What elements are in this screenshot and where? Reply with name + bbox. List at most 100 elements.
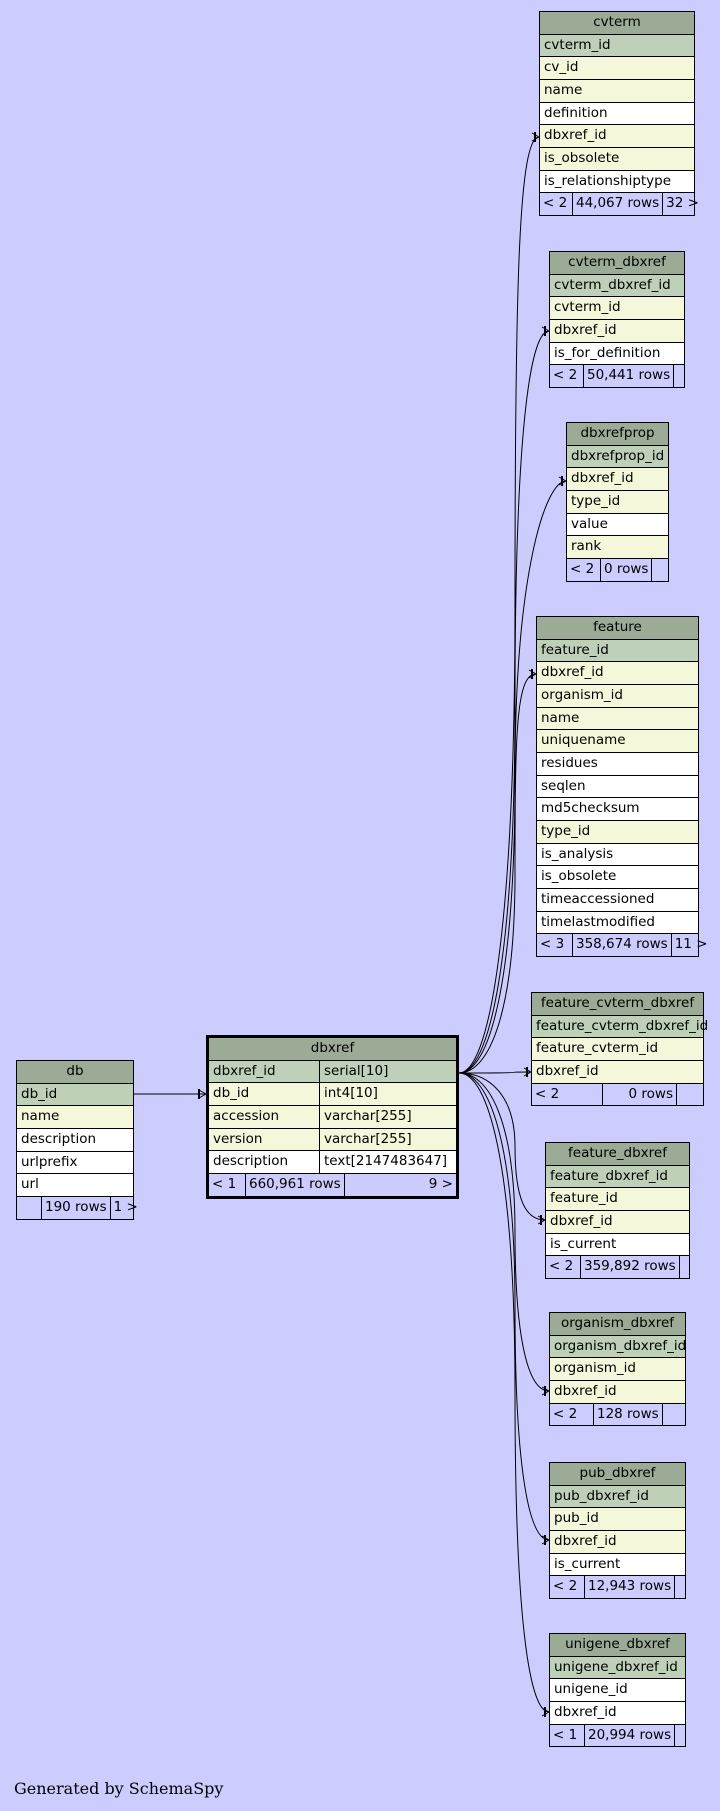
column-row[interactable]: feature_id (546, 1188, 689, 1211)
column-row[interactable]: dbxref_id (550, 1701, 685, 1725)
parents-count[interactable]: < 2 (570, 560, 595, 577)
table-header[interactable]: feature_dbxref (546, 1143, 689, 1166)
column-row[interactable]: feature_id (537, 639, 698, 663)
column-row[interactable]: cvterm_id (550, 297, 684, 320)
parents-count[interactable]: < 2 (553, 1405, 578, 1422)
column-row[interactable]: seqlen (537, 775, 698, 799)
column-row[interactable]: cvterm_dbxref_id (550, 274, 684, 298)
table-header[interactable]: dbxref (209, 1038, 456, 1061)
column-row[interactable]: dbxref_id (550, 1380, 685, 1404)
table-header[interactable]: unigene_dbxref (550, 1634, 685, 1657)
column-row[interactable]: cv_id (540, 57, 694, 80)
column-row[interactable]: timelastmodified (537, 911, 698, 935)
column-row[interactable]: pub_id (550, 1508, 685, 1531)
children-count[interactable]: 1 > (109, 1196, 143, 1219)
table-header[interactable]: cvterm (540, 12, 694, 35)
column-row[interactable]: feature_dbxref_id (546, 1165, 689, 1189)
column-row[interactable]: dbxref_id (532, 1060, 703, 1084)
parents-count[interactable] (17, 1197, 41, 1219)
column-row[interactable]: urlprefix (17, 1151, 133, 1175)
column-row[interactable]: uniquename (537, 730, 698, 753)
column-row[interactable]: residues (537, 752, 698, 776)
column-row[interactable]: db_id (17, 1083, 133, 1107)
children-count[interactable] (678, 1256, 706, 1278)
column-row[interactable]: pub_dbxref_id (550, 1485, 685, 1509)
column-row[interactable]: md5checksum (537, 798, 698, 821)
column-row[interactable]: timeaccessioned (537, 889, 698, 912)
children-count[interactable] (674, 1576, 699, 1598)
column-row[interactable]: type_id (537, 821, 698, 844)
children-count[interactable] (651, 558, 675, 581)
column-row[interactable]: is_relationshiptype (540, 170, 694, 194)
table-header[interactable]: organism_dbxref (550, 1313, 685, 1336)
children-count[interactable]: 9 > (343, 1173, 456, 1196)
column-row[interactable]: is_obsolete (540, 147, 694, 171)
column-row[interactable]: unigene_id (550, 1679, 685, 1702)
column-row[interactable]: unigene_dbxref_id (550, 1656, 685, 1680)
table-header[interactable]: dbxrefprop (567, 423, 668, 446)
column-row[interactable]: url (17, 1174, 133, 1197)
column-row[interactable]: is_current (550, 1553, 685, 1577)
column-row[interactable]: dbxref_id (537, 662, 698, 685)
parents-count[interactable]: < 2 (549, 1258, 574, 1275)
parents-count[interactable]: < 1 (553, 1726, 578, 1743)
parents-count[interactable]: < 3 (540, 936, 565, 953)
column-row[interactable]: feature_cvterm_id (532, 1038, 703, 1061)
children-count[interactable] (673, 365, 698, 387)
column-row[interactable]: dbxref_id (550, 319, 684, 343)
column-row[interactable]: cvterm_id (540, 34, 694, 58)
parents-count[interactable]: < 2 (535, 1085, 560, 1102)
column-row[interactable]: organism_dbxref_id (550, 1335, 686, 1359)
column-row[interactable]: definition (540, 102, 694, 126)
column-row[interactable]: dbxref_id (550, 1530, 685, 1554)
column-row[interactable]: name (540, 79, 694, 103)
column-row[interactable]: dbxref_id (567, 468, 668, 491)
children-count[interactable]: 32 > (662, 193, 705, 215)
column-row[interactable]: dbxref_id (540, 125, 694, 148)
column-row[interactable]: is_obsolete (537, 866, 698, 890)
column-row[interactable]: name (537, 707, 698, 731)
column-row[interactable]: is_current (546, 1233, 689, 1257)
column-row[interactable]: value (567, 513, 668, 537)
children-count[interactable]: 11 > (670, 934, 716, 957)
table-header[interactable]: feature_cvterm_dbxref (532, 993, 703, 1016)
column-row[interactable]: dbxrefprop_id (567, 445, 668, 469)
table-header[interactable]: feature (537, 617, 698, 640)
column-row[interactable]: organism_id (537, 684, 698, 708)
column-row[interactable]: is_analysis (537, 843, 698, 867)
parents-count[interactable]: < 2 (553, 1578, 578, 1595)
parents-count[interactable]: < 2 (543, 195, 568, 212)
column-row[interactable]: is_for_definition (550, 342, 684, 366)
parents-count[interactable]: < 1 (212, 1175, 237, 1192)
column-row[interactable]: dbxref_id (546, 1210, 689, 1234)
table-header[interactable]: cvterm_dbxref (550, 252, 684, 275)
column-row[interactable]: description (17, 1128, 133, 1152)
parents-count[interactable]: < 2 (553, 367, 578, 384)
table-header[interactable]: db (17, 1061, 133, 1084)
column-row[interactable]: rank (567, 536, 668, 559)
children-count[interactable] (674, 1724, 699, 1747)
children-count[interactable] (676, 1083, 703, 1106)
column-row[interactable]: organism_id (550, 1358, 685, 1381)
column-row[interactable]: type_id (567, 490, 668, 514)
children-count[interactable] (661, 1403, 687, 1426)
table-header[interactable]: pub_dbxref (550, 1463, 685, 1486)
column-row[interactable]: feature_cvterm_dbxref_id (532, 1015, 708, 1039)
column-row[interactable]: name (17, 1106, 133, 1129)
